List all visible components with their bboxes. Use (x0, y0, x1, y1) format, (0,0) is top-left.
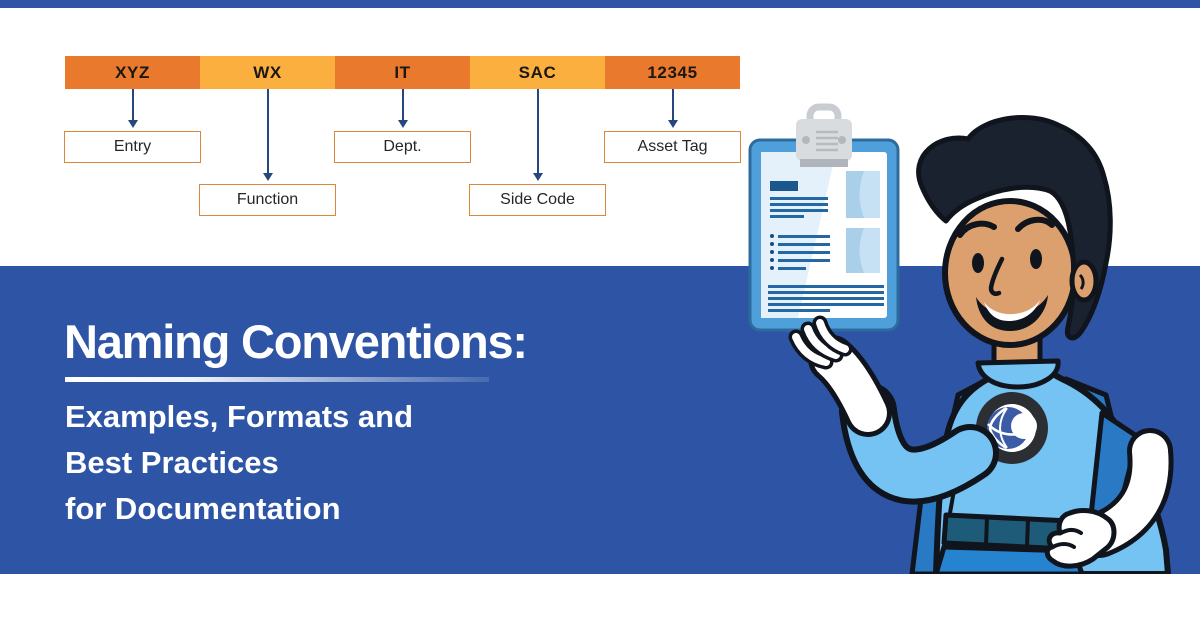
segment-12345: 12345 (605, 56, 740, 89)
top-accent-strip (0, 0, 1200, 8)
code-segments-bar: XYZ WX IT SAC 12345 (65, 56, 740, 89)
left-eye (972, 253, 984, 273)
clipboard-clip (796, 103, 852, 167)
label-text: Dept. (383, 138, 422, 155)
head (916, 114, 1113, 348)
arrow-down-icon (263, 89, 273, 181)
arrow-down-icon (668, 89, 678, 128)
superhero-with-clipboard-illustration (748, 103, 1174, 574)
label-text: Side Code (500, 191, 575, 208)
arrow-down-icon (533, 89, 543, 181)
document-content (768, 181, 884, 312)
left-arm (788, 315, 999, 505)
segment-wx: WX (200, 56, 335, 89)
teeth (984, 300, 1040, 321)
page-subtitle: Examples, Formats and Best Practices for… (65, 394, 413, 532)
image-placeholders (846, 171, 880, 273)
segment-xyz: XYZ (65, 56, 200, 89)
segment-code: SAC (518, 62, 557, 82)
subtitle-line: Best Practices (65, 445, 279, 480)
label-box-side-code: Side Code (469, 184, 606, 216)
segment-it: IT (335, 56, 470, 89)
segment-sac: SAC (470, 56, 605, 89)
arrow-down-icon (398, 89, 408, 128)
segment-code: WX (253, 62, 282, 82)
label-box-entry: Entry (64, 131, 201, 163)
nose (988, 256, 1005, 297)
label-box-function: Function (199, 184, 336, 216)
label-text: Function (236, 191, 299, 208)
subtitle-line: for Documentation (65, 491, 341, 526)
subtitle-line: Examples, Formats and (65, 399, 414, 434)
right-eyebrow (1015, 216, 1055, 232)
segment-code: XYZ (115, 62, 150, 82)
label-text: Entry (113, 138, 152, 155)
label-box-dept: Dept. (334, 131, 471, 163)
segment-code: IT (394, 62, 411, 82)
title-divider (65, 377, 489, 382)
hair (916, 114, 1113, 341)
segment-code: 12345 (647, 62, 698, 82)
right-arm (1044, 428, 1174, 569)
label-box-asset-tag: Asset Tag (604, 131, 741, 163)
right-eye (1030, 249, 1042, 269)
label-text: Asset Tag (637, 138, 708, 155)
mouth (976, 295, 1048, 331)
page-title: Naming Conventions: (64, 315, 528, 368)
arrow-down-icon (128, 89, 138, 128)
glove-fingers (788, 315, 853, 370)
clipboard-icon (748, 103, 900, 332)
left-eyebrow (957, 220, 997, 238)
